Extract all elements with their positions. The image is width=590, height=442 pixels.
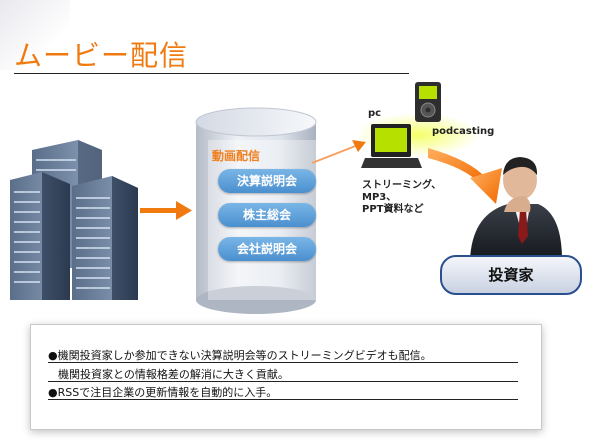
bullet-gap: 機関投資家との情報格差の解消に大きく貢献。 bbox=[58, 368, 289, 381]
investor-person-icon bbox=[470, 157, 562, 260]
pc-label: pc bbox=[368, 108, 382, 119]
media-types-label: ストリーミング、 MP3、 PPT資料など bbox=[362, 180, 441, 216]
item-earnings-briefing[interactable]: 決算説明会 bbox=[218, 169, 316, 193]
media-type-mp3: MP3、 bbox=[362, 192, 397, 203]
podcasting-label: podcasting bbox=[432, 126, 495, 137]
item-shareholder-meeting[interactable]: 株主総会 bbox=[218, 203, 316, 227]
music-player-icon bbox=[415, 82, 441, 122]
bullet-underline bbox=[48, 399, 518, 400]
bullet-streaming: ●機関投資家しか参加できない決算説明会等のストリーミングビデオも配信。 bbox=[48, 349, 432, 362]
bullet-rss: ●RSSで注目企業の更新情報を自動的に入手。 bbox=[48, 386, 278, 399]
media-type-streaming: ストリーミング、 bbox=[362, 180, 442, 191]
bullet-underline bbox=[48, 362, 518, 363]
item-company-briefing[interactable]: 会社説明会 bbox=[218, 237, 316, 261]
arrow-to-server-icon bbox=[140, 201, 192, 220]
corner-decoration bbox=[0, 0, 70, 70]
streaming-label: 動画配信 bbox=[212, 149, 261, 163]
description-box bbox=[30, 324, 542, 430]
bullet-underline bbox=[48, 381, 518, 382]
title-underline bbox=[14, 73, 409, 74]
office-buildings-icon bbox=[10, 140, 138, 300]
investor-badge[interactable]: 投資家 bbox=[440, 255, 582, 295]
slide-title: ムービー配信 bbox=[14, 39, 189, 72]
media-type-ppt: PPT資料など bbox=[362, 204, 424, 215]
pc-icon bbox=[361, 124, 422, 168]
curved-arrow-icon bbox=[428, 148, 502, 204]
